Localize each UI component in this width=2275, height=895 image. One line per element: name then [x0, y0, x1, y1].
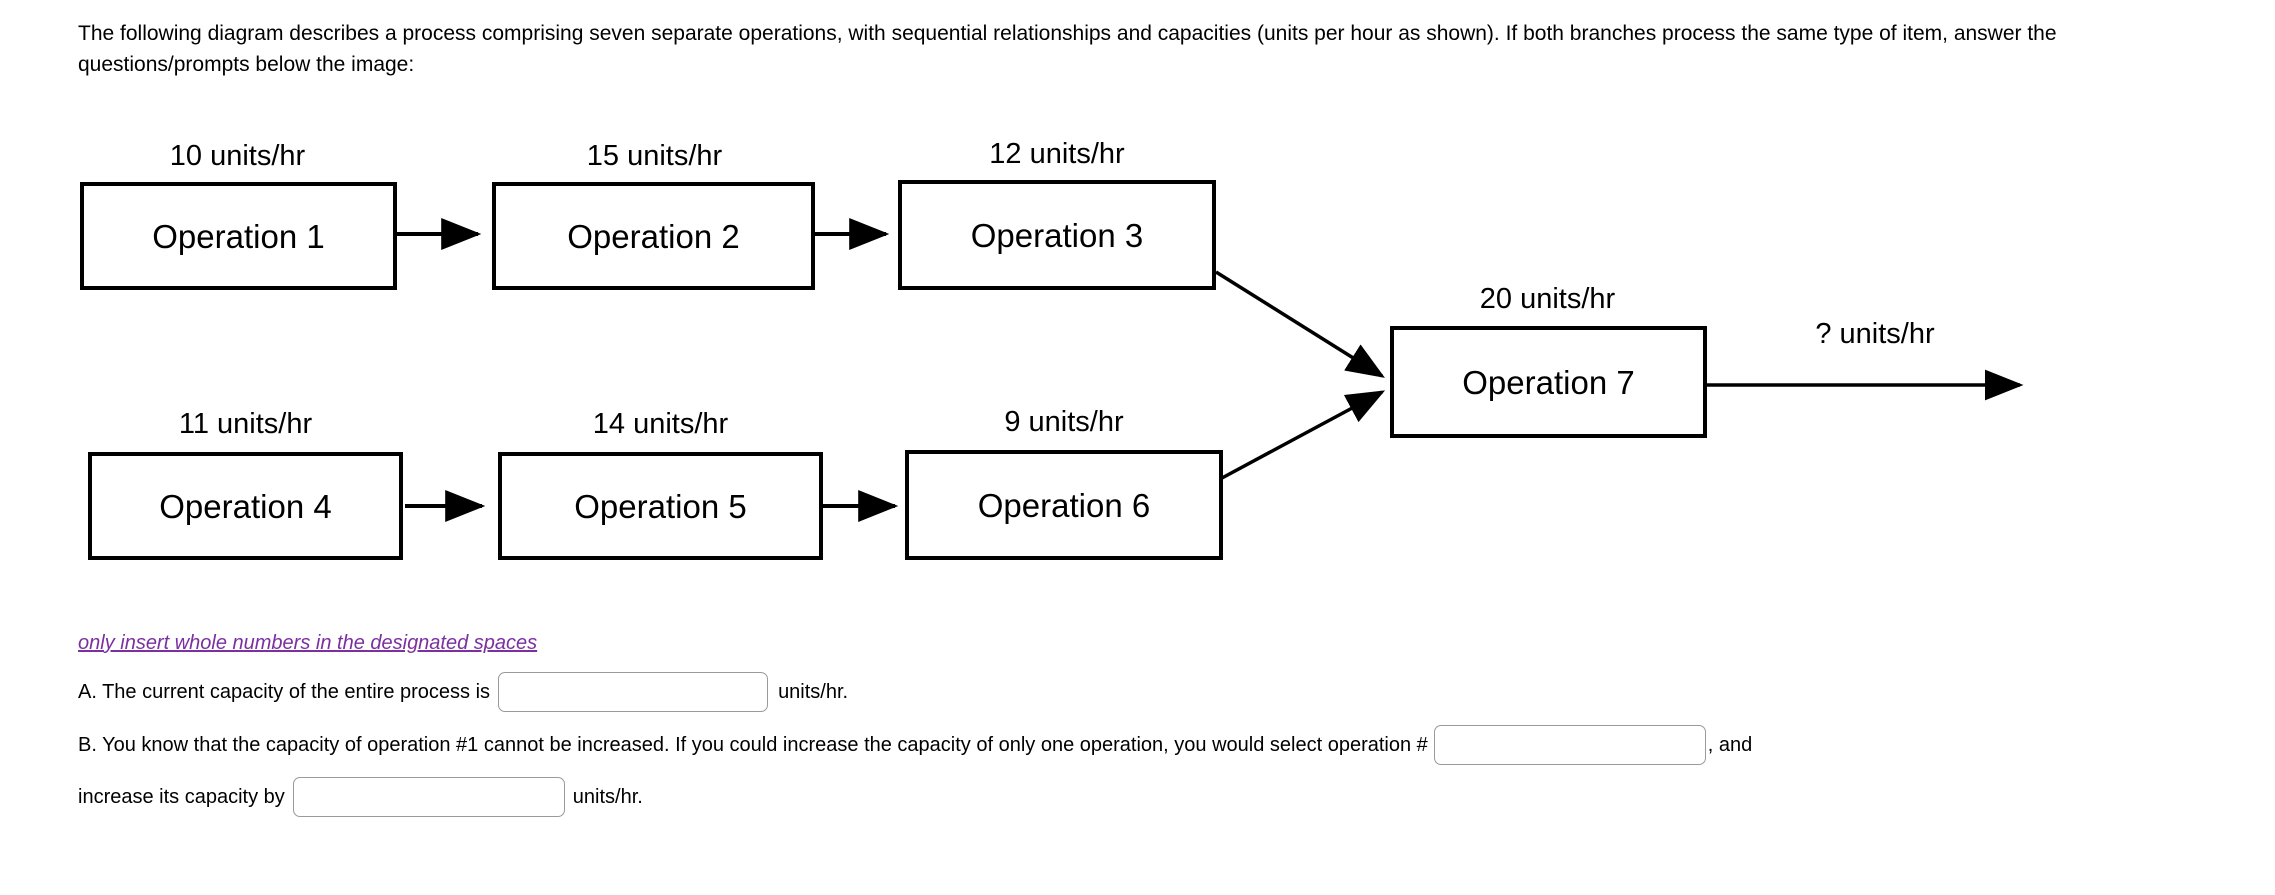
- question-b-line2: increase its capacity by units/hr.: [78, 777, 2128, 817]
- question-b-line2-prefix: increase its capacity by: [78, 786, 285, 808]
- prompt-paragraph: The following diagram describes a proces…: [78, 22, 2057, 76]
- question-b: B. You know that the capacity of operati…: [78, 725, 2128, 817]
- question-a: A. The current capacity of the entire pr…: [78, 672, 1478, 712]
- connector-op3-op7: [1215, 270, 1385, 378]
- operation-box-op1[interactable]: Operation 1: [80, 182, 397, 290]
- operation-label-op7: Operation 7: [1462, 363, 1635, 401]
- question-b-prefix: B. You know that the capacity of operati…: [78, 734, 1428, 756]
- question-a-prefix: A. The current capacity of the entire pr…: [78, 681, 491, 703]
- capacity-label-op7: 20 units/hr: [1479, 283, 1616, 315]
- process-flow-diagram: 10 units/hr 15 units/hr 12 units/hr Oper…: [0, 130, 2275, 590]
- operation-label-op1: Operation 1: [152, 217, 325, 255]
- operation-box-op7[interactable]: Operation 7: [1390, 326, 1707, 438]
- capacity-label-op3: 12 units/hr: [989, 138, 1125, 170]
- question-b-middle: , and: [1707, 734, 1753, 756]
- output-capacity-label: ? units/hr: [1815, 318, 1935, 350]
- operation-label-op2: Operation 2: [567, 217, 740, 255]
- diagram-connectors: [397, 218, 2024, 522]
- capacity-label-op1: 10 units/hr: [169, 140, 306, 172]
- capacity-label-op6: 9 units/hr: [1004, 406, 1124, 438]
- question-b-suffix: units/hr.: [572, 786, 643, 808]
- operation-label-op4: Operation 4: [159, 487, 332, 525]
- whole-numbers-note: only insert whole numbers in the designa…: [78, 632, 538, 654]
- operation-label-op5: Operation 5: [574, 487, 747, 525]
- operation-box-op6[interactable]: Operation 6: [905, 450, 1223, 560]
- operation-box-op2[interactable]: Operation 2: [492, 182, 815, 290]
- operation-label-op6: Operation 6: [977, 486, 1151, 524]
- operation-box-op4[interactable]: Operation 4: [88, 452, 403, 560]
- capacity-label-op4: 11 units/hr: [178, 408, 313, 440]
- operation-label-op3: Operation 3: [970, 216, 1144, 254]
- capacity-label-op5: 14 units/hr: [592, 408, 729, 440]
- connector-op6-op7: [1221, 390, 1386, 480]
- capacity-label-op2: 15 units/hr: [586, 140, 723, 172]
- question-b-amount-input[interactable]: [292, 777, 565, 817]
- operation-box-op3[interactable]: Operation 3: [898, 180, 1216, 290]
- question-b-operation-input[interactable]: [1433, 725, 1706, 765]
- operation-box-op5[interactable]: Operation 5: [498, 452, 823, 560]
- question-a-suffix: units/hr.: [778, 681, 849, 703]
- question-a-input[interactable]: [498, 672, 769, 712]
